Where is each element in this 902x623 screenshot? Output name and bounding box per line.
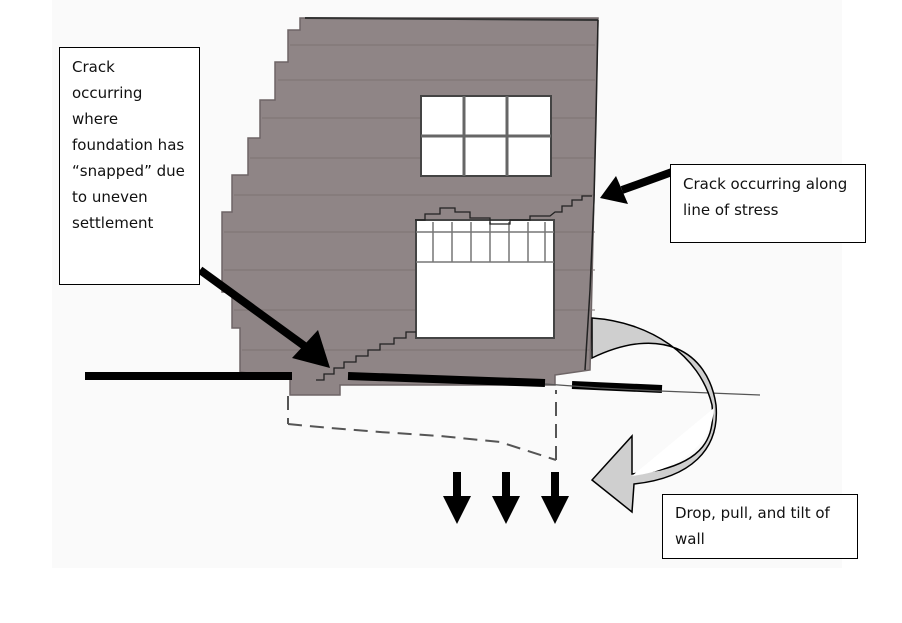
settlement-arrow-1: [443, 472, 471, 524]
upper-window: [420, 95, 552, 177]
lower-window: [415, 219, 555, 339]
settlement-arrow-2: [492, 472, 520, 524]
foundation-crack-text: Crack occurring where foundation has “sn…: [72, 58, 185, 232]
stress-crack-callout: Crack occurring along line of stress: [670, 164, 866, 243]
stress-crack-text: Crack occurring along line of stress: [683, 175, 848, 219]
wall-movement-text: Drop, pull, and tilt of wall: [675, 504, 830, 548]
stress-crack-pointer: [600, 168, 674, 204]
stress-crack: [415, 195, 592, 225]
foundation-line: [85, 372, 663, 393]
wall-movement-callout: Drop, pull, and tilt of wall: [662, 494, 858, 559]
wall-top-edge: [304, 17, 599, 21]
wall-right-edge: [584, 19, 599, 371]
foundation-crack-callout: Crack occurring where foundation has “sn…: [59, 47, 200, 285]
settled-footing-outline: [287, 390, 557, 461]
foundation-crack-pointer: [197, 266, 330, 368]
settlement-arrows: [443, 472, 569, 524]
settlement-arrow-3: [541, 472, 569, 524]
foundation-crack: [316, 331, 416, 381]
wall-movement-arrow: [590, 317, 718, 514]
